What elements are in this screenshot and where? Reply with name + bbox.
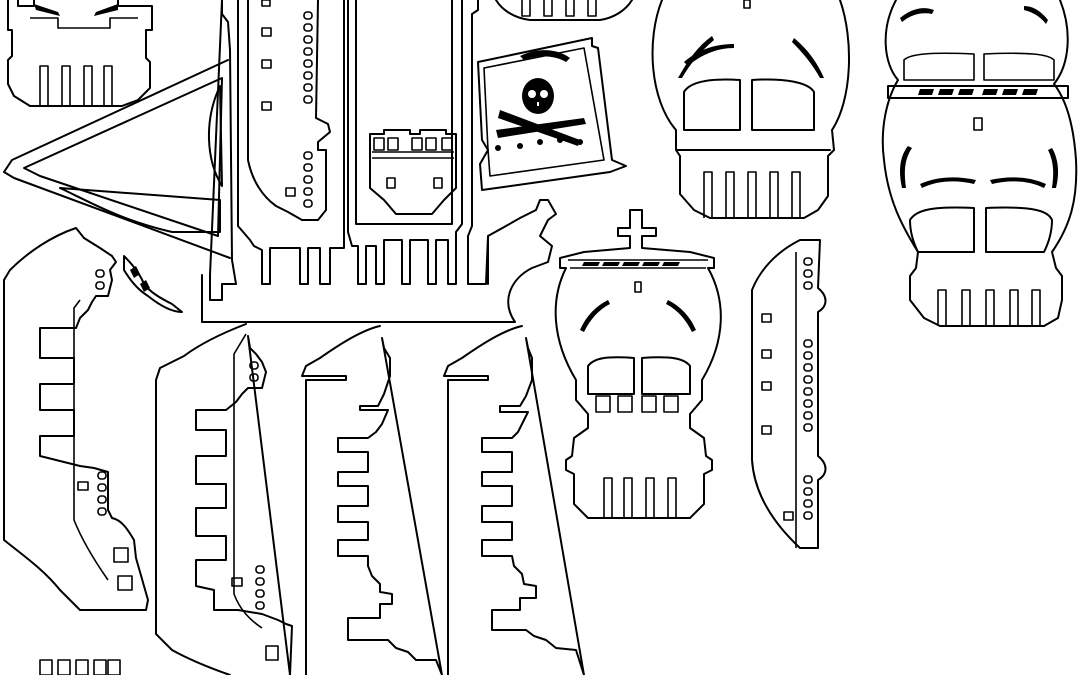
rail-slots [918,89,1038,95]
main-hull-side-piece [3,0,557,323]
gunport-row-right [761,257,813,521]
hull-section-piece-c [443,325,585,675]
side-rail-piece-right [751,239,827,549]
skull-figure-piece-1 [651,0,851,219]
center-cabin-piece [369,129,457,215]
skull-crossbones-icon [496,50,586,146]
gunport-row-aft [303,11,313,208]
hull-side-piece-left [3,227,149,611]
skull-figure-piece-3 [554,209,722,519]
hull-section-piece-b [301,325,443,675]
aft-window-row [261,0,296,197]
figurehead-carving [123,255,183,313]
pirate-flag-sail [477,37,627,191]
skull-figure-piece-2 [881,0,1078,327]
bow-deck-piece-top [495,0,633,21]
stern-gallery-fragment [39,659,121,675]
stern-piece-top-left [7,0,153,107]
hull-section-piece-a [155,323,293,675]
